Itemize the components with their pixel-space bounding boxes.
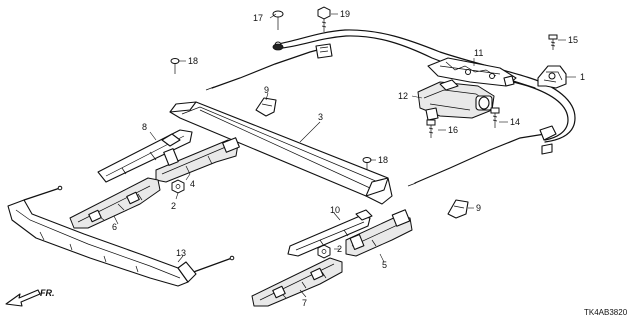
front-direction-indicator: FR. bbox=[5, 288, 55, 307]
callout-8: 8 bbox=[142, 122, 147, 132]
callout-15: 15 bbox=[568, 35, 578, 45]
callout-6: 6 bbox=[112, 222, 117, 232]
part-14-bolt bbox=[490, 107, 500, 128]
callout-12: 12 bbox=[398, 91, 408, 101]
callout-3: 3 bbox=[318, 112, 323, 122]
part-5-guide bbox=[345, 209, 413, 257]
callout-1: 1 bbox=[580, 72, 585, 82]
callout-5: 5 bbox=[382, 260, 387, 270]
callout-17: 17 bbox=[253, 13, 263, 23]
callout-16: 16 bbox=[448, 125, 458, 135]
part-9-bracket-lower bbox=[447, 199, 469, 219]
part-11-drive-bracket bbox=[427, 57, 517, 87]
callout-14: 14 bbox=[510, 117, 520, 127]
diagram-code: TK4AB3820 bbox=[584, 308, 628, 317]
callout-9-upper: 9 bbox=[264, 85, 269, 95]
part-1-clip bbox=[537, 65, 567, 89]
direction-label: FR. bbox=[40, 288, 55, 298]
part-3-frame bbox=[169, 101, 393, 205]
callout-19: 19 bbox=[340, 9, 350, 19]
part-12-motor bbox=[417, 79, 495, 121]
part-2-nut-upper bbox=[171, 179, 185, 194]
part-15-bolt bbox=[548, 34, 558, 50]
callout-18-lower: 18 bbox=[378, 155, 388, 165]
part-19-bolt bbox=[317, 6, 331, 32]
part-9-bracket-upper bbox=[255, 97, 277, 117]
part-13-deflector bbox=[7, 185, 235, 287]
callout-2-lower: 2 bbox=[337, 244, 342, 254]
part-16-bolt bbox=[426, 119, 436, 138]
callout-11: 11 bbox=[474, 48, 483, 58]
callout-18-upper: 18 bbox=[188, 56, 198, 66]
callout-7: 7 bbox=[302, 298, 307, 308]
part-18-screw-upper bbox=[170, 58, 180, 74]
callout-10: 10 bbox=[330, 205, 340, 215]
callout-13: 13 bbox=[176, 248, 186, 258]
callout-2-upper: 2 bbox=[171, 201, 176, 211]
callout-4: 4 bbox=[190, 179, 195, 189]
part-8-rail bbox=[97, 129, 193, 183]
part-10-rail bbox=[287, 209, 373, 257]
arrow-icon bbox=[5, 289, 41, 307]
callout-labels: 17 19 18 15 11 1 12 9 3 16 14 8 18 4 2 6… bbox=[112, 9, 585, 308]
part-7-slider bbox=[251, 257, 343, 307]
part-6-slider bbox=[69, 177, 161, 229]
part-17-washer-screw bbox=[272, 10, 284, 51]
callout-9-lower: 9 bbox=[476, 203, 481, 213]
leader-lines bbox=[113, 13, 576, 298]
